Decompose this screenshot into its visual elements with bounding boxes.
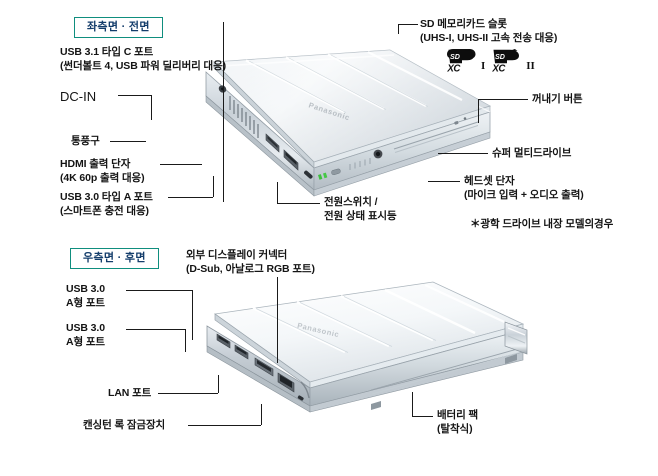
label-usb-a: USB 3.0 타입 A 포트 (스마트폰 충전 대응) (60, 191, 153, 217)
leader-external-display (277, 277, 278, 363)
leader-battery-h (412, 416, 433, 417)
leader-usb-a-v (213, 176, 214, 197)
leader-kensington-h (188, 425, 261, 426)
svg-text:XC: XC (447, 64, 461, 75)
svg-text:SD: SD (495, 53, 505, 61)
label-vent: 통풍구 (71, 135, 100, 147)
leader-sd-slot-v (398, 24, 399, 34)
leader-usb-c (223, 22, 224, 202)
leader-usb-a-h (168, 197, 213, 198)
sd-class-label: I (481, 60, 486, 72)
leader-kensington-v (261, 404, 262, 425)
label-usb-c-port: USB 3.1 타입 C 포트 (썬더볼트 4, USB 파워 딜리버리 대응) (60, 46, 227, 72)
leader-usb-a-1-h (126, 290, 192, 291)
label-eject-button: 꺼내기 버튼 (532, 93, 583, 105)
label-usb-a-2: USB 3.0 A형 포트 (66, 322, 105, 348)
label-hdmi: HDMI 출력 단자 (4K 60p 출력 대응) (60, 158, 145, 184)
label-sd-slot: SD 메모리카드 슬롯 (UHS-I, UHS-II 고속 전송 대응) (420, 18, 558, 44)
leader-usb-a-2-h (126, 329, 185, 330)
leader-eject-v (478, 99, 479, 123)
section-chip-left-front: 좌측면 · 전면 (74, 17, 163, 39)
section-chip-right-rear: 우측면 · 후면 (70, 248, 159, 270)
leader-super-multi (438, 153, 488, 154)
leader-hdmi (160, 164, 202, 165)
leader-lan-v (218, 375, 219, 393)
leader-vent (110, 141, 146, 142)
leader-battery-v (412, 392, 413, 416)
sd-logo-uhs-1: SD XC I (447, 48, 485, 74)
label-lan-port: LAN 포트 (108, 387, 152, 399)
leader-eject-h (478, 99, 528, 100)
leader-sd-slot-h (398, 24, 418, 25)
leader-usb-a-2-v (185, 329, 186, 352)
label-headset-jack: 헤드셋 단자 (마이크 입력 + 오디오 출력) (464, 175, 584, 201)
sd-logo-uhs-2: SD XC II (492, 48, 535, 74)
label-usb-a-1: USB 3.0 A형 포트 (66, 283, 105, 309)
sd-class-label: II (526, 60, 535, 72)
leader-dc-in-v (151, 95, 152, 120)
label-dc-in: DC-IN (60, 89, 97, 104)
leader-power-switch-v (277, 182, 278, 203)
leader-power-switch-h (277, 203, 320, 204)
svg-text:SD: SD (450, 53, 460, 61)
laptop-illustration-right-rear: Panasonic (175, 272, 575, 447)
label-external-display: 외부 디스플레이 커넥터 (D-Sub, 아날로그 RGB 포트) (186, 249, 315, 275)
label-power-switch: 전원스위치 / 전원 상태 표시등 (324, 196, 397, 222)
label-kensington-lock: 캔싱턴 록 잠금장치 (83, 419, 166, 431)
leader-dc-in-h (118, 95, 151, 96)
laptop-illustration-left-front: Panasonic (118, 44, 493, 219)
leader-headset (428, 181, 460, 182)
svg-text:XC: XC (492, 64, 506, 75)
footnote-optical-drive: ＊광학 드라이브 내장 모델의경우 (470, 218, 614, 230)
leader-lan-h (158, 393, 218, 394)
sd-logo-row: SD XC I SD XC II (447, 48, 535, 74)
label-super-multi-drive: 슈퍼 멀티드라이브 (492, 147, 572, 159)
label-battery-pack: 배터리 팩 (탈착식) (437, 409, 479, 435)
leader-usb-a-1-v (192, 290, 193, 340)
